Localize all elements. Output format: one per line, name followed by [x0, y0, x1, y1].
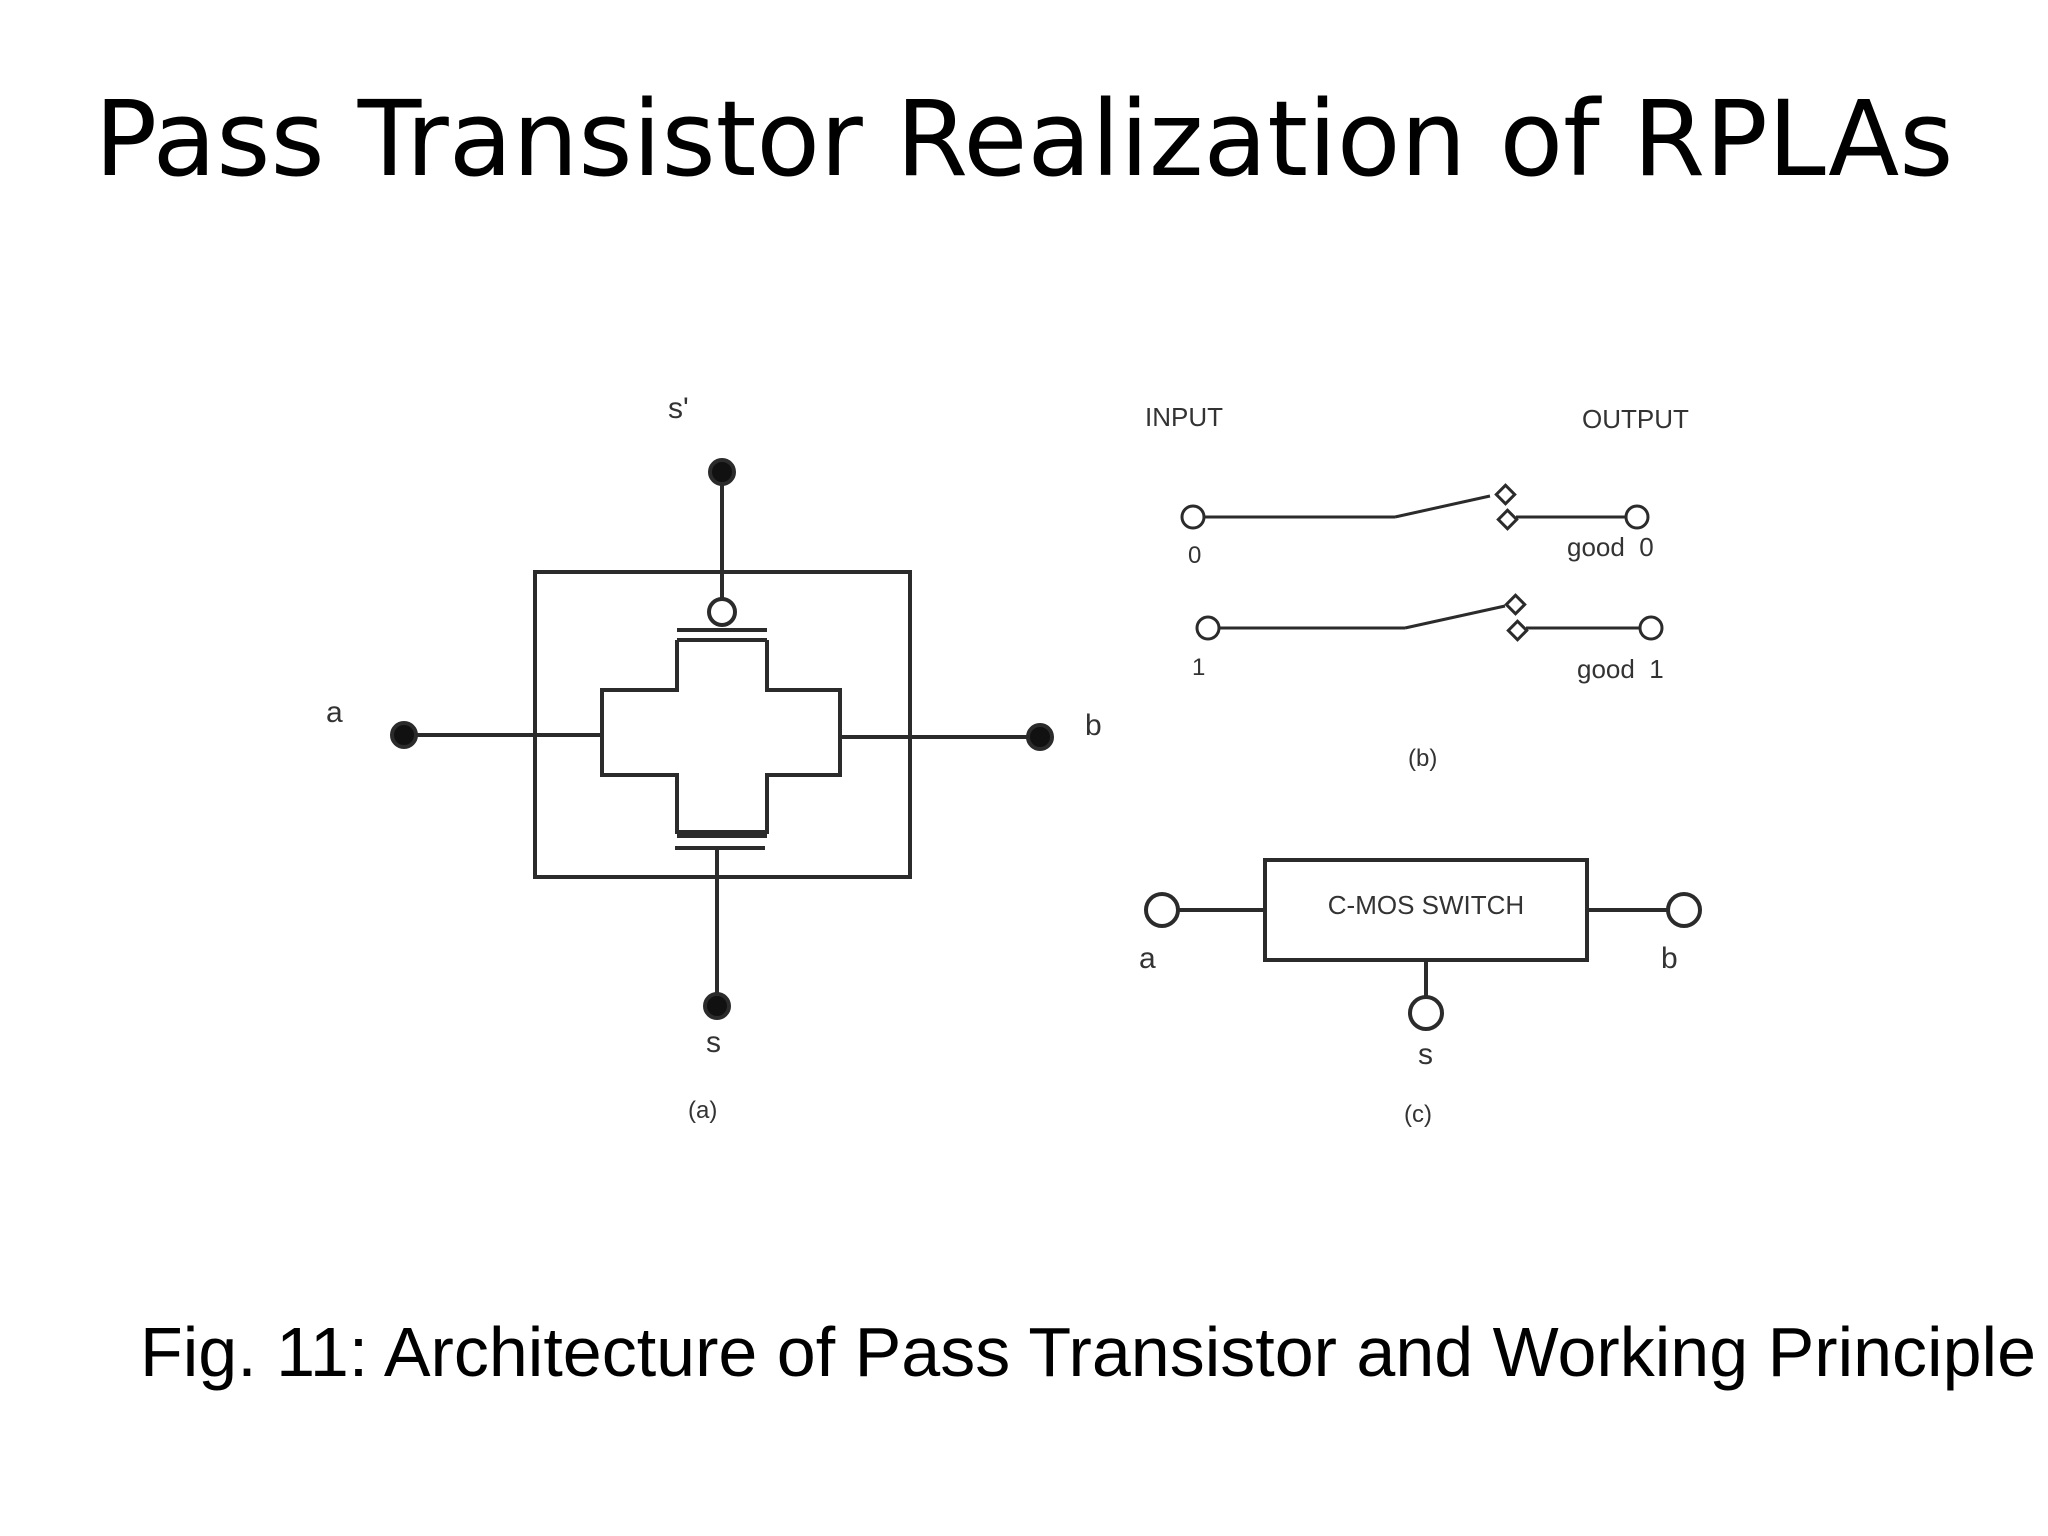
diagram-b-output-header: OUTPUT — [1582, 404, 1689, 434]
diagram-a-left-terminal-label: a — [326, 696, 343, 729]
figure-caption: Fig. 11: Architecture of Pass Transistor… — [140, 1313, 2037, 1391]
diagram-a-top-terminal-label: s' — [668, 392, 689, 425]
diagram-c-caption-label: (c) — [1404, 1101, 1432, 1128]
diagram-c-labels: C-MOS SWITCH a b s (c) — [1139, 890, 1678, 1128]
diagram-a — [390, 458, 1054, 1020]
diagram-a-labels: s' a b s (a) — [326, 392, 1102, 1124]
diagram-b-row0-output-terminal — [1624, 504, 1650, 530]
diagram-b-row1-input-label: 1 — [1192, 654, 1205, 681]
diagram-a-bottom-terminal-label: s — [706, 1026, 721, 1059]
diagram-b-row1-contact-upper — [1504, 593, 1527, 616]
diagram-a-right-terminal-label: b — [1085, 709, 1102, 742]
diagram-b-row0-switch-arm — [1394, 494, 1491, 519]
diagram-b-row0-output-label: good 0 — [1567, 532, 1654, 562]
diagram-a-left-terminal-dot — [390, 721, 418, 749]
diagram-b-labels: INPUT OUTPUT 0 good 0 1 good 1 (b) — [1145, 402, 1689, 772]
diagram-b-row1-switch-arm — [1404, 604, 1506, 630]
diagram-b-row0-contact-upper — [1494, 483, 1517, 506]
diagram-b-caption-label: (b) — [1408, 745, 1437, 772]
diagram-c-right-terminal — [1666, 892, 1702, 928]
diagram-b-row1-output-label: good 1 — [1577, 654, 1664, 684]
diagram-c-right-terminal-label: b — [1661, 942, 1678, 975]
diagram-b — [1180, 483, 1664, 642]
diagram-b-row1-input-terminal — [1195, 615, 1221, 641]
diagram-c-left-terminal — [1144, 892, 1180, 928]
diagram-c-bottom-terminal-label: s — [1418, 1038, 1433, 1071]
diagram-a-right-terminal-dot — [1026, 723, 1054, 751]
diagram-c-box-label: C-MOS SWITCH — [1328, 890, 1524, 920]
diagram-c-left-terminal-label: a — [1139, 942, 1156, 975]
diagram-b-input-header: INPUT — [1145, 402, 1223, 432]
diagram-c-bottom-terminal — [1408, 995, 1444, 1031]
diagram-a-inverter-bubble — [707, 597, 737, 627]
diagram-a-bottom-terminal-dot — [703, 992, 731, 1020]
slide-title: Pass Transistor Realization of RPLAs — [94, 78, 1954, 200]
diagram-b-row0-contact-lower — [1496, 508, 1519, 531]
diagram-b-row1-output-terminal — [1638, 615, 1664, 641]
diagram-a-cross-channel — [600, 640, 842, 834]
diagram-c — [1144, 858, 1702, 1031]
diagram-b-row0-input-label: 0 — [1188, 542, 1201, 569]
diagram-b-row0-input-terminal — [1180, 504, 1206, 530]
diagram-a-top-terminal-dot — [708, 458, 736, 486]
diagram-a-caption-label: (a) — [688, 1097, 717, 1124]
diagram-b-row1-contact-lower — [1506, 619, 1529, 642]
